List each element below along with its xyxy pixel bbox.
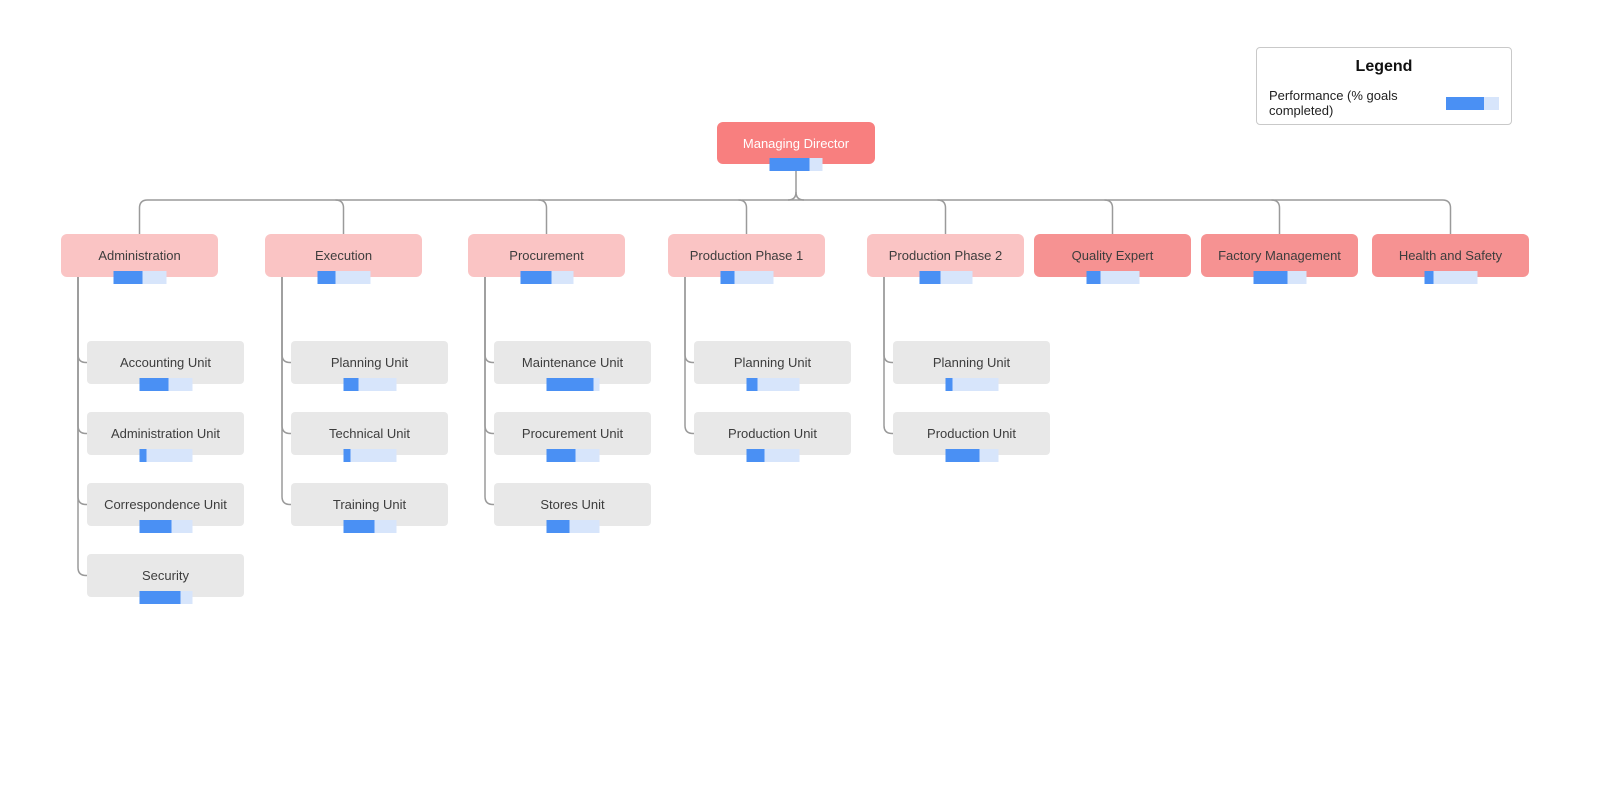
node-label: Planning Unit	[733, 355, 812, 370]
performance-bar	[343, 449, 396, 462]
org-node-planning-unit[interactable]: Planning Unit	[291, 341, 448, 391]
org-node-production-unit[interactable]: Production Unit	[694, 412, 851, 462]
node-label: Production Unit	[728, 426, 817, 441]
org-node-production-phase-1[interactable]: Production Phase 1	[668, 234, 825, 284]
node-label: Production Phase 2	[888, 248, 1003, 263]
performance-bar	[1253, 271, 1306, 284]
legend-row: Performance (% goals completed)	[1269, 88, 1499, 118]
org-node-correspondence-unit[interactable]: Correspondence Unit	[87, 483, 244, 533]
performance-bar	[139, 591, 192, 604]
node-label: Quality Expert	[1071, 248, 1154, 263]
node-label: Training Unit	[332, 497, 407, 512]
performance-bar	[720, 271, 773, 284]
org-node-health-and-safety[interactable]: Health and Safety	[1372, 234, 1529, 284]
performance-bar	[343, 378, 396, 391]
org-node-technical-unit[interactable]: Technical Unit	[291, 412, 448, 462]
node-label: Planning Unit	[330, 355, 409, 370]
node-label: Administration Unit	[110, 426, 221, 441]
node-label: Managing Director	[742, 135, 850, 151]
performance-bar	[945, 378, 998, 391]
node-label: Administration	[98, 248, 181, 263]
org-node-training-unit[interactable]: Training Unit	[291, 483, 448, 533]
node-label: Execution	[314, 248, 373, 263]
legend-panel: Legend Performance (% goals completed)	[1256, 47, 1512, 125]
org-node-accounting-unit[interactable]: Accounting Unit	[87, 341, 244, 391]
performance-bar	[139, 378, 192, 391]
performance-bar	[919, 271, 972, 284]
node-label: Maintenance Unit	[521, 355, 624, 370]
org-node-managing-director[interactable]: Managing Director	[717, 122, 875, 171]
node-label: Procurement	[509, 248, 584, 263]
org-node-stores-unit[interactable]: Stores Unit	[494, 483, 651, 533]
node-label: Accounting Unit	[119, 355, 212, 370]
org-node-security[interactable]: Security	[87, 554, 244, 604]
node-label: Security	[142, 568, 189, 583]
org-node-factory-management[interactable]: Factory Management	[1201, 234, 1358, 284]
node-label: Health and Safety	[1398, 248, 1503, 263]
node-label: Factory Management	[1218, 248, 1341, 263]
org-node-execution[interactable]: Execution	[265, 234, 422, 284]
legend-performance-bar	[1446, 96, 1499, 110]
performance-bar	[520, 271, 573, 284]
node-label: Production Phase 1	[689, 248, 804, 263]
legend-label: Performance (% goals completed)	[1269, 88, 1398, 118]
performance-bar	[746, 449, 799, 462]
performance-bar	[945, 449, 998, 462]
performance-bar	[139, 449, 192, 462]
performance-bar	[1424, 271, 1477, 284]
node-label: Correspondence Unit	[104, 497, 227, 512]
node-label: Procurement Unit	[521, 426, 624, 441]
performance-bar	[343, 520, 396, 533]
org-node-administration-unit[interactable]: Administration Unit	[87, 412, 244, 462]
legend-title: Legend	[1355, 58, 1413, 75]
org-node-procurement-unit[interactable]: Procurement Unit	[494, 412, 651, 462]
performance-bar	[546, 520, 599, 533]
node-label: Technical Unit	[329, 426, 410, 441]
org-node-production-unit[interactable]: Production Unit	[893, 412, 1050, 462]
performance-bar	[546, 378, 599, 391]
performance-bar	[1086, 271, 1139, 284]
performance-bar	[139, 520, 192, 533]
node-label: Production Unit	[927, 426, 1016, 441]
org-node-production-phase-2[interactable]: Production Phase 2	[867, 234, 1024, 284]
org-node-administration[interactable]: Administration	[61, 234, 218, 284]
performance-bar	[746, 378, 799, 391]
org-node-planning-unit[interactable]: Planning Unit	[694, 341, 851, 391]
performance-bar	[317, 271, 370, 284]
performance-bar	[769, 158, 823, 171]
org-node-quality-expert[interactable]: Quality Expert	[1034, 234, 1191, 284]
org-node-planning-unit[interactable]: Planning Unit	[893, 341, 1050, 391]
org-node-procurement[interactable]: Procurement	[468, 234, 625, 284]
org-node-maintenance-unit[interactable]: Maintenance Unit	[494, 341, 651, 391]
node-label: Planning Unit	[932, 355, 1011, 370]
performance-bar	[113, 271, 166, 284]
performance-bar	[546, 449, 599, 462]
node-label: Stores Unit	[540, 497, 605, 512]
